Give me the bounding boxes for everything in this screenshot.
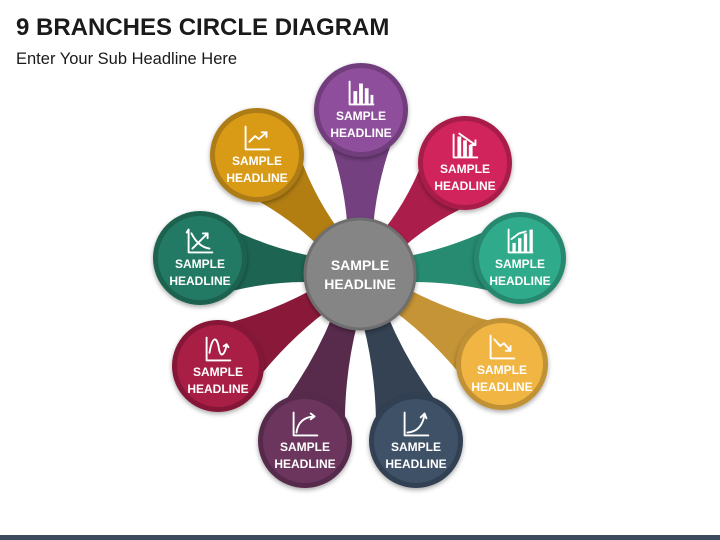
branch-node: SAMPLE HEADLINE	[314, 63, 408, 157]
branch-label-line2: HEADLINE	[226, 171, 287, 185]
branch-label-line1: SAMPLE	[477, 363, 527, 377]
branch-node: SAMPLE HEADLINE	[418, 116, 512, 210]
branch-stem	[384, 149, 481, 248]
branch-label-line1: SAMPLE	[280, 440, 330, 454]
center-label-line2: HEADLINE	[324, 276, 396, 292]
branch-label-line2: HEADLINE	[330, 126, 391, 140]
branch-label-line1: SAMPLE	[336, 109, 386, 123]
branch-node-circle	[374, 399, 458, 483]
branch-label-line1: SAMPLE	[193, 365, 243, 379]
branch-label-line2: HEADLINE	[169, 274, 230, 288]
center-label-line1: SAMPLE	[331, 257, 389, 273]
bar-chart-decline-icon	[452, 132, 479, 159]
branch-node: SAMPLE HEADLINE	[210, 108, 304, 202]
branch-node: SAMPLE HEADLINE	[456, 318, 548, 410]
branch-label-line2: HEADLINE	[489, 274, 550, 288]
branch-node-circle	[479, 217, 561, 299]
center-circle	[303, 217, 417, 331]
branch-node-circle	[319, 68, 403, 152]
branch-node-circle	[177, 325, 259, 407]
page-title: 9 BRANCHES CIRCLE DIAGRAM	[16, 14, 390, 41]
center-node: SAMPLE HEADLINE	[303, 217, 417, 331]
branch-label-line2: HEADLINE	[471, 380, 532, 394]
branch-label-line1: SAMPLE	[391, 440, 441, 454]
branch-node: SAMPLE HEADLINE	[258, 394, 352, 488]
branch-node-circle	[263, 399, 347, 483]
branch-label-line1: SAMPLE	[232, 154, 282, 168]
branch-node-circle	[158, 216, 242, 300]
branch-label-line2: HEADLINE	[434, 179, 495, 193]
branch-label-line2: HEADLINE	[274, 457, 335, 471]
branch-label-line1: SAMPLE	[440, 162, 490, 176]
branch-label-line2: HEADLINE	[385, 457, 446, 471]
branch-label-line2: HEADLINE	[187, 382, 248, 396]
branch-stem	[240, 143, 338, 246]
wave-curve-icon	[205, 336, 232, 362]
bar-chart-growth-icon	[507, 228, 534, 254]
supply-demand-icon	[185, 228, 214, 254]
branch-node-circle	[423, 121, 507, 205]
branch-node: SAMPLE HEADLINE	[474, 212, 566, 304]
branch-label-line1: SAMPLE	[175, 257, 225, 271]
footer-bar	[0, 535, 720, 540]
branch-node-circle	[215, 113, 299, 197]
page-subtitle: Enter Your Sub Headline Here	[16, 50, 238, 68]
branch-node: SAMPLE HEADLINE	[172, 320, 264, 412]
branch-node-circle	[461, 323, 543, 405]
branch-node: SAMPLE HEADLINE	[153, 211, 247, 305]
line-chart-growth-icon	[244, 125, 271, 151]
log-curve-icon	[292, 411, 319, 437]
branch-label-line1: SAMPLE	[495, 257, 545, 271]
bar-chart-icon	[348, 80, 375, 106]
branch-node: SAMPLE HEADLINE	[369, 394, 463, 488]
line-chart-decline-icon	[489, 334, 516, 360]
exponential-curve-icon	[403, 411, 430, 437]
